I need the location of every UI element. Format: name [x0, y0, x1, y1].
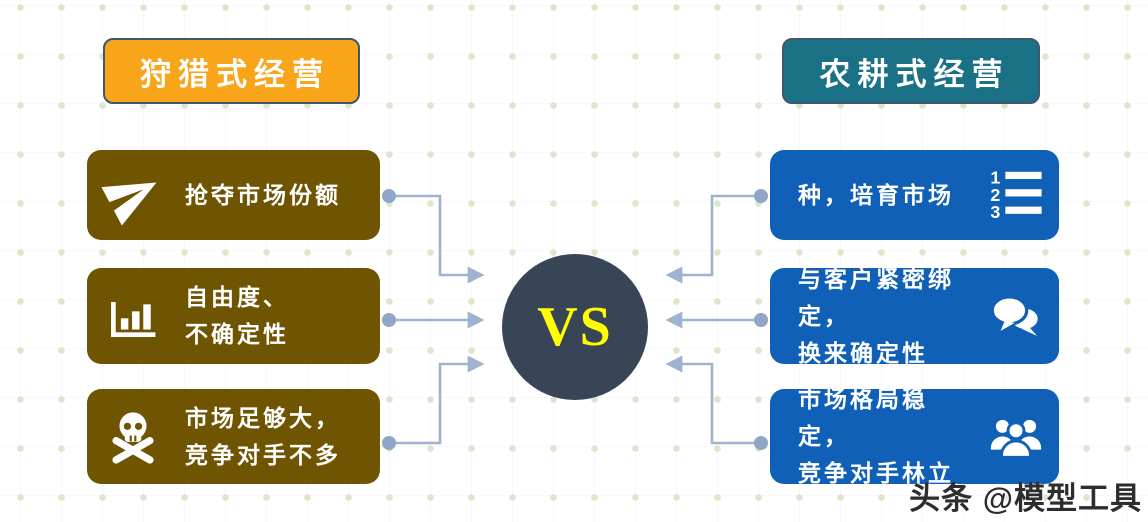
- connector-right-bottom: [665, 355, 761, 445]
- watermark-toutiao: 头条 @模型工具: [909, 481, 1142, 516]
- right-header-farming: 农耕式经营: [782, 38, 1040, 104]
- paper-plane-icon: [87, 166, 179, 226]
- vs-label: VS: [537, 296, 613, 358]
- box-text-line: 市场格局稳定，: [798, 386, 928, 449]
- box-text-line: 不确定性: [185, 321, 289, 347]
- left-header-label: 狩猎式经营: [140, 56, 330, 92]
- list-number: 2: [990, 185, 1000, 205]
- bar-chart-icon: [87, 288, 179, 344]
- right-item-seed-cultivate-market: 种，培育市场 1 2 3: [770, 150, 1059, 240]
- right-header-label: 农耕式经营: [819, 56, 1010, 92]
- right-item-stable-market-many-rivals: 市场格局稳定， 竞争对手林立: [770, 386, 1059, 486]
- box-text-line: 竞争对手不多: [185, 441, 341, 468]
- vs-circle: VS: [502, 254, 648, 400]
- people-group-icon: [973, 408, 1059, 466]
- connector-right-top: [665, 194, 761, 284]
- left-item-freedom-uncertainty: 自由度、 不确定性: [87, 268, 380, 364]
- box-text-line: 市场足够大，: [185, 404, 341, 431]
- connector-left-bottom: [389, 355, 485, 445]
- box-text-line: 竞争对手林立: [798, 460, 954, 486]
- box-text-line: 换来确定性: [798, 339, 928, 366]
- chat-bubbles-icon: [973, 288, 1059, 344]
- list-number: 3: [990, 202, 1000, 222]
- left-item-big-market-few-rivals: 市场足够大， 竞争对手不多: [87, 389, 380, 484]
- skull-crossbones-icon: [87, 408, 179, 466]
- numbered-list-icon: 1 2 3: [973, 166, 1059, 224]
- box-text-line: 自由度、: [185, 284, 289, 310]
- connector-origin-dots: [382, 189, 768, 450]
- left-item-seize-market: 抢夺市场份额: [87, 150, 380, 240]
- right-item-bind-customers-certainty: 与客户紧密绑定， 换来确定性: [770, 266, 1059, 366]
- box-text-line: 与客户紧密绑定，: [798, 265, 954, 329]
- box-text-line: 抢夺市场份额: [185, 181, 341, 208]
- list-number: 1: [990, 167, 1000, 187]
- left-header-hunting: 狩猎式经营: [103, 38, 360, 104]
- connector-left-top: [389, 194, 485, 284]
- box-text-line: 种，培育市场: [798, 181, 954, 208]
